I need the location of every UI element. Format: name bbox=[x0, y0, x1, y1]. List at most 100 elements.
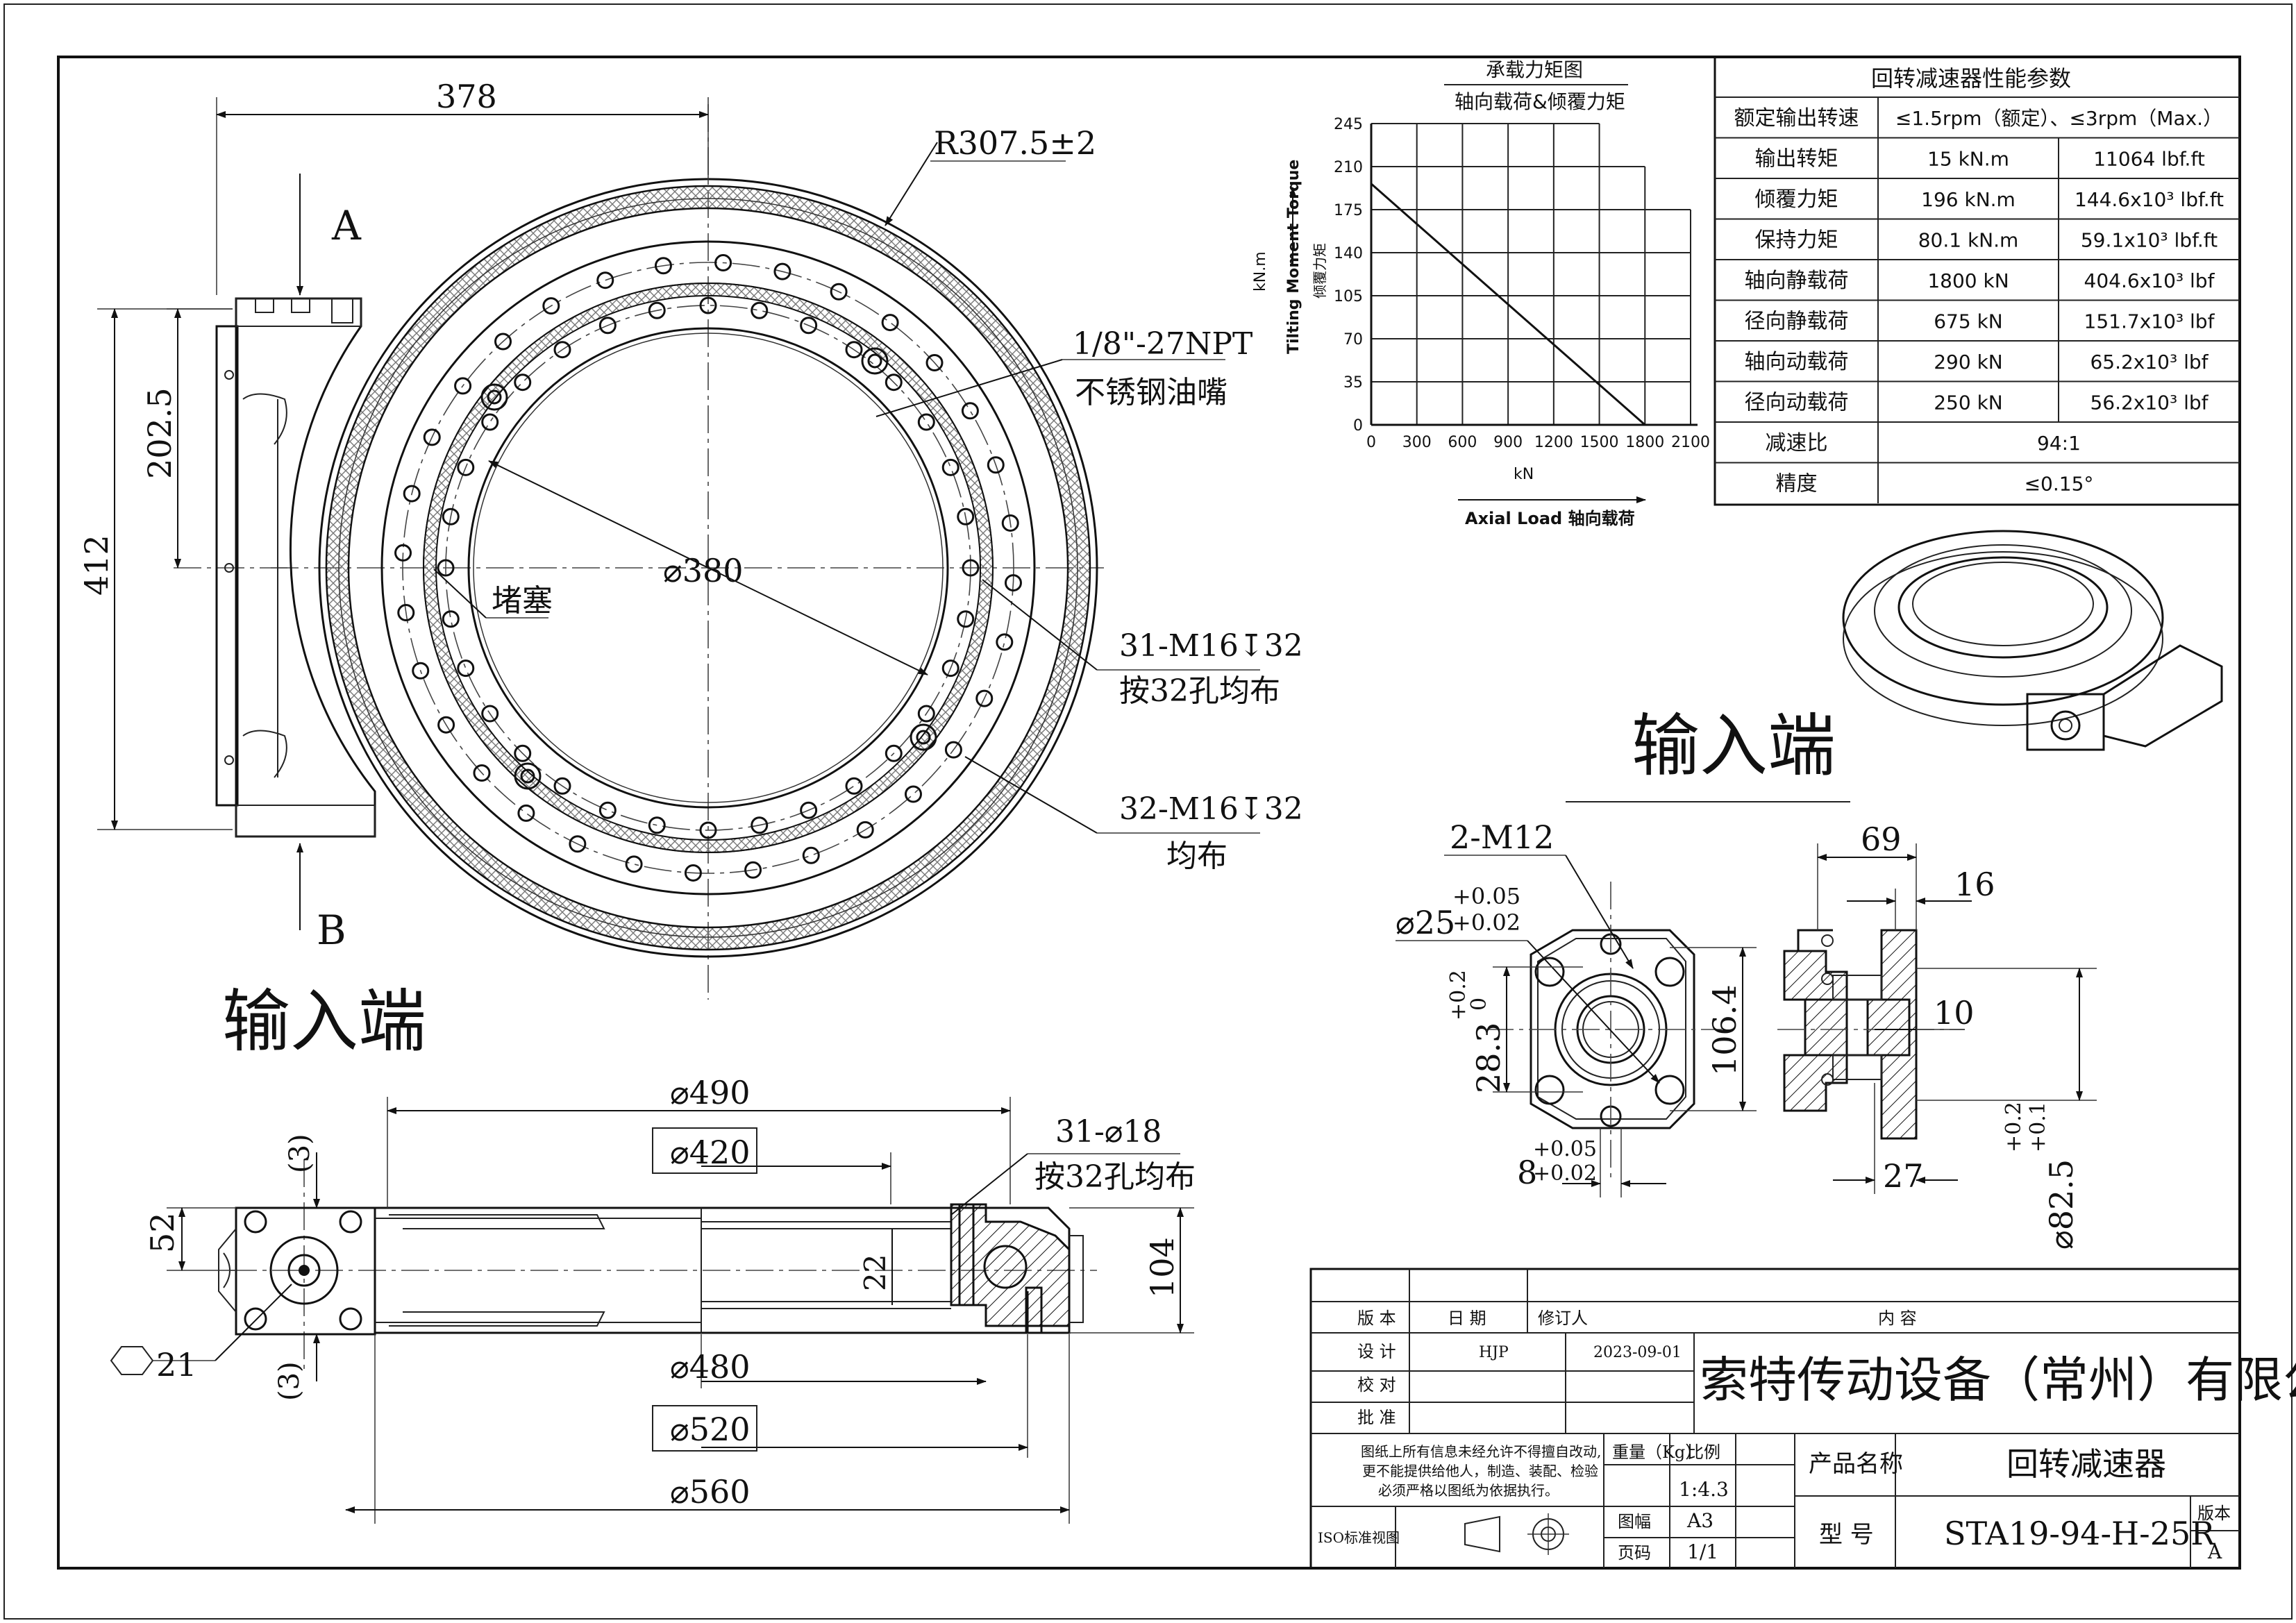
outer-bolt-hole bbox=[1001, 514, 1019, 532]
dim-d560: ⌀560 bbox=[670, 1473, 751, 1511]
inner-bolt-hole bbox=[957, 507, 975, 525]
spec-row-imperial: 65.2x10³ lbf bbox=[2090, 351, 2209, 373]
outer-bolt-hole bbox=[881, 314, 899, 332]
tb-design-label: 设 计 bbox=[1357, 1342, 1396, 1361]
spec-row-imperial: 56.2x10³ lbf bbox=[2090, 392, 2209, 414]
dim-w28-3-tol-lower: 0 bbox=[1467, 998, 1491, 1011]
chart-y-tick-label: 105 bbox=[1334, 288, 1363, 305]
input-end-view: 输入端 2-M12 ⌀25 +0.05 +0.02 28.3 +0.2 0 bbox=[1396, 707, 2097, 1250]
inner-bolt-hole bbox=[800, 801, 818, 819]
outer-bolt-hole bbox=[437, 716, 455, 734]
outer-bolt-hole bbox=[987, 456, 1005, 474]
inner-bolt-hole bbox=[437, 559, 455, 577]
outer-bolt-hole bbox=[397, 604, 415, 622]
plug-label: 堵塞 bbox=[492, 583, 553, 619]
holes-31-label-cn: 按32孔均布 bbox=[1119, 673, 1280, 709]
dim-16: 16 bbox=[1954, 866, 1995, 903]
holes-d18-label-cn: 按32孔均布 bbox=[1034, 1159, 1196, 1195]
npt-label-cn: 不锈钢油嘴 bbox=[1075, 375, 1227, 410]
outer-bolt-hole bbox=[473, 764, 491, 782]
dim-key-8-tol-upper: +0.05 bbox=[1533, 1137, 1597, 1161]
outer-bolt-hole bbox=[996, 633, 1014, 651]
chart-x-tick-label: 600 bbox=[1448, 434, 1477, 451]
spec-row-name: 径向动载荷 bbox=[1745, 391, 1849, 415]
spec-row-imperial: 11064 lbf.ft bbox=[2093, 148, 2205, 171]
spec-row-name: 倾覆力矩 bbox=[1755, 187, 1838, 212]
tb-notice-1: 图纸上所有信息未经允许不得擅自改动, bbox=[1361, 1443, 1601, 1460]
chart-x-tick-label: 1800 bbox=[1625, 434, 1664, 451]
dim-h22: 22 bbox=[858, 1254, 892, 1291]
spec-row-metric: 1800 kN bbox=[1927, 269, 2009, 292]
outer-bolt-hole bbox=[542, 297, 560, 315]
inner-bolt-hole bbox=[553, 777, 571, 795]
spec-row-metric: ≤0.15° bbox=[2025, 473, 2094, 496]
tb-page: 1/1 bbox=[1687, 1540, 1718, 1563]
dim-d82-5-tol-upper: +0.2 bbox=[2002, 1102, 2026, 1152]
dim-key-8: 8 bbox=[1517, 1154, 1537, 1191]
spec-table: 回转减速器性能参数 额定输出转速≤1.5rpm（额定）、≤3rpm（Max.）输… bbox=[1713, 56, 2241, 506]
dim-d420: ⌀420 bbox=[670, 1134, 751, 1171]
spec-row-imperial: 59.1x10³ lbf.ft bbox=[2081, 229, 2218, 252]
chart-x-label: Axial Load 轴向载荷 bbox=[1465, 509, 1635, 528]
grease-nipple bbox=[910, 723, 937, 751]
inner-bolt-hole bbox=[962, 559, 980, 577]
spec-row-metric: 675 kN bbox=[1934, 310, 2003, 333]
tb-content-header: 内 容 bbox=[1878, 1309, 1917, 1328]
inner-bolt-hole bbox=[457, 659, 475, 678]
chart-x-tick-label: 1200 bbox=[1534, 434, 1573, 451]
spec-row-metric: 94:1 bbox=[2037, 432, 2081, 455]
tb-date-header: 日 期 bbox=[1448, 1309, 1486, 1328]
inner-bolt-hole bbox=[699, 296, 717, 314]
tb-version: A bbox=[2207, 1540, 2222, 1563]
outer-bolt-hole bbox=[744, 861, 762, 879]
holes-32-label-cn: 均布 bbox=[1166, 839, 1227, 874]
dim-380: ⌀380 bbox=[663, 552, 744, 589]
tb-notice-2: 更不能提供给他人，制造、装配、检验 bbox=[1362, 1463, 1598, 1479]
tb-model: STA19-94-H-25R bbox=[1944, 1515, 2215, 1552]
inner-bolt-hole bbox=[751, 816, 769, 834]
dim-key-8-tol-lower: +0.02 bbox=[1533, 1161, 1597, 1186]
outer-bolt-hole bbox=[944, 741, 962, 759]
chart-y-tick-label: 140 bbox=[1334, 245, 1363, 262]
spec-row-name: 保持力矩 bbox=[1755, 228, 1838, 253]
inner-bolt-hole bbox=[885, 744, 903, 762]
inner-bolt-hole bbox=[751, 301, 769, 319]
inner-ring-knurl bbox=[422, 283, 994, 853]
outer-bolt-hole bbox=[961, 402, 979, 420]
chart-y-label-cn: 倾覆力矩 bbox=[1312, 243, 1328, 298]
iso-projection-symbol bbox=[1464, 1515, 1500, 1553]
chart-y-unit: kN.m bbox=[1252, 251, 1269, 292]
tb-format-label: 图幅 bbox=[1618, 1512, 1651, 1531]
chart-y-tick-label: 35 bbox=[1343, 374, 1363, 392]
inner-bolt-hole bbox=[845, 777, 863, 795]
holes-d18-label: 31-⌀18 bbox=[1055, 1114, 1162, 1150]
tb-approve-label: 批 准 bbox=[1357, 1408, 1396, 1427]
spec-row-name: 输出转矩 bbox=[1755, 147, 1838, 171]
front-view: A B 378 R307.5±2 412 202.5 ⌀380 1/8"-27N… bbox=[78, 78, 1303, 1061]
tb-page-label: 页码 bbox=[1618, 1543, 1651, 1563]
spec-row-metric: 15 kN.m bbox=[1927, 148, 2009, 171]
dim-d25-tol-upper: +0.05 bbox=[1452, 883, 1520, 909]
spec-row-metric: 80.1 kN.m bbox=[1918, 229, 2019, 252]
dim-69: 69 bbox=[1861, 821, 1902, 858]
dim-27: 27 bbox=[1883, 1157, 1924, 1195]
tb-product-name-label: 产品名称 bbox=[1809, 1450, 1903, 1478]
chart-x-tick-label: 0 bbox=[1366, 434, 1376, 451]
chart-grid bbox=[1371, 123, 1691, 425]
inner-bolt-hole bbox=[800, 317, 818, 335]
section-label-a: A bbox=[331, 202, 362, 249]
chart-x-tick-label: 2100 bbox=[1671, 434, 1710, 451]
spec-row-metric: 250 kN bbox=[1934, 392, 2003, 414]
inner-bolt-hole bbox=[442, 610, 460, 628]
inner-bolt-circle bbox=[437, 296, 980, 839]
holes-31-label: 31-M16↧32 bbox=[1119, 628, 1303, 664]
tb-reviser-header: 修订人 bbox=[1538, 1309, 1588, 1328]
dim-d25: ⌀25 bbox=[1396, 904, 1455, 941]
spec-row-name: 径向静载荷 bbox=[1745, 310, 1849, 334]
spec-row-metric: 196 kN.m bbox=[1921, 188, 2016, 211]
dim-202-5: 202.5 bbox=[141, 387, 178, 479]
inner-bolt-hole bbox=[699, 821, 717, 839]
holes-32-label: 32-M16↧32 bbox=[1119, 791, 1303, 827]
outer-bolt-hole bbox=[975, 689, 994, 707]
tb-format: A3 bbox=[1686, 1509, 1713, 1532]
